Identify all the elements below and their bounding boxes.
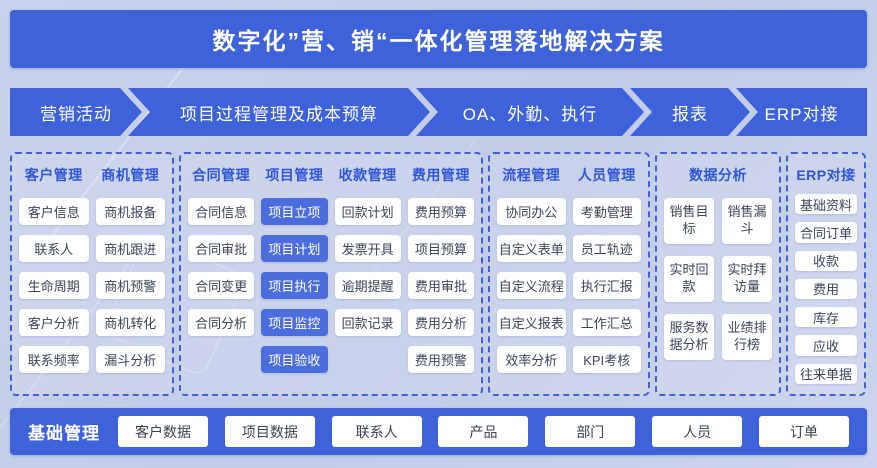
module-button[interactable]: 逾期提醒 [334, 272, 401, 299]
footer-button-contacts[interactable]: 联系人 [331, 416, 422, 447]
module-button[interactable]: 项目立项 [261, 198, 328, 225]
module-button[interactable]: 客户分析 [19, 309, 89, 336]
module-button[interactable]: 员工轨迹 [572, 235, 641, 262]
column-expense-management: 费用管理 费用预算 项目预算 费用审批 费用分析 费用预警 [407, 164, 474, 384]
module-button[interactable]: 自定义表单 [497, 235, 566, 262]
flow-stage-project-process[interactable]: 项目过程管理及成本预算 [128, 88, 430, 136]
panel-erp-integration: ERP对接 基础资料 合同订单 收款 费用 库存 应收 往来单据 [786, 152, 866, 396]
column-contract-management: 合同管理 合同信息 合同审批 合同变更 合同分析 [188, 164, 255, 384]
module-button[interactable]: 合同审批 [188, 235, 255, 262]
module-button[interactable]: 费用预警 [407, 346, 474, 373]
module-button[interactable]: 项目预算 [407, 235, 474, 262]
column-header: 项目管理 [265, 167, 324, 183]
module-button[interactable]: 销售目标 [664, 198, 714, 244]
module-button[interactable]: 效率分析 [497, 346, 566, 373]
column-erp-integration: ERP对接 基础资料 合同订单 收款 费用 库存 应收 往来单据 [795, 164, 857, 384]
module-button[interactable]: 应收 [795, 335, 857, 356]
column-project-management: 项目管理 项目立项 项目计划 项目执行 项目监控 项目验收 [261, 164, 328, 384]
module-button[interactable]: 费用 [795, 278, 857, 300]
module-button[interactable]: 收款 [795, 250, 857, 271]
footer-button-customer-data[interactable]: 客户数据 [118, 416, 208, 447]
module-button[interactable]: 商机转化 [95, 309, 165, 336]
module-button[interactable]: 项目验收 [261, 346, 328, 373]
footer-button-orders[interactable]: 订单 [758, 416, 849, 447]
module-button[interactable]: 联系人 [19, 235, 89, 262]
column-header: 费用管理 [411, 167, 470, 183]
data-analysis-grid: 销售目标 销售漏斗 实时回款 实时拜访量 服务数据分析 业绩排行榜 [664, 198, 772, 360]
page-title: 数字化”营、销“一体化管理落地解决方案 [10, 10, 867, 68]
column-header: 流程管理 [502, 167, 561, 183]
flow-stage-erp[interactable]: ERP对接 [736, 88, 867, 136]
flow-stage-reports[interactable]: 报表 [630, 88, 750, 136]
column-data-analysis: 数据分析 销售目标 销售漏斗 实时回款 实时拜访量 服务数据分析 业绩排行榜 [664, 164, 772, 384]
module-button[interactable]: 生命周期 [19, 272, 89, 299]
module-button[interactable]: 基础资料 [795, 194, 857, 215]
column-customer-management: 客户管理 客户信息 联系人 生命周期 客户分析 联系频率 [19, 164, 89, 384]
module-button[interactable]: 客户信息 [19, 198, 89, 225]
column-header: 商机管理 [101, 167, 160, 183]
module-button[interactable]: KPI考核 [572, 346, 641, 373]
panel-process-people: 流程管理 协同办公 自定义表单 自定义流程 自定义报表 效率分析 人员管理 考勤… [488, 152, 650, 396]
footer-button-departments[interactable]: 部门 [545, 416, 636, 447]
column-process-management: 流程管理 协同办公 自定义表单 自定义流程 自定义报表 效率分析 [497, 164, 566, 384]
module-button[interactable]: 销售漏斗 [722, 198, 772, 244]
module-button[interactable]: 自定义报表 [497, 309, 566, 336]
module-button[interactable]: 自定义流程 [497, 272, 566, 299]
module-button[interactable]: 商机预警 [95, 272, 165, 299]
module-button[interactable]: 项目计划 [261, 235, 328, 262]
module-button[interactable]: 服务数据分析 [664, 314, 714, 360]
module-button[interactable]: 商机报备 [95, 198, 165, 225]
footer-bar: 基础管理 客户数据 项目数据 联系人 产品 部门 人员 订单 [10, 408, 867, 455]
module-button[interactable]: 发票开具 [334, 235, 401, 262]
footer-button-project-data[interactable]: 项目数据 [224, 416, 315, 447]
panel-customer-opportunity: 客户管理 客户信息 联系人 生命周期 客户分析 联系频率 商机管理 商机报备 商… [10, 152, 174, 396]
module-button[interactable]: 合同信息 [188, 198, 255, 225]
module-button[interactable]: 回款计划 [334, 198, 401, 225]
process-flow: 营销活动 项目过程管理及成本预算 OA、外勤、执行 报表 ERP对接 [10, 88, 867, 136]
module-button[interactable]: 费用预算 [407, 198, 474, 225]
module-button[interactable]: 工作汇总 [572, 309, 641, 336]
column-header: 数据分析 [689, 167, 747, 183]
panel-contract-project-payment-expense: 合同管理 合同信息 合同审批 合同变更 合同分析 项目管理 项目立项 项目计划 … [179, 152, 483, 396]
module-button[interactable]: 考勤管理 [572, 198, 641, 225]
module-button[interactable]: 合同分析 [188, 309, 255, 336]
module-button[interactable]: 业绩排行榜 [722, 314, 772, 360]
column-header: 收款管理 [338, 167, 397, 183]
footer-button-products[interactable]: 产品 [438, 416, 529, 447]
footer-label: 基础管理 [28, 424, 100, 443]
flow-stage-oa-field-execution[interactable]: OA、外勤、执行 [416, 88, 644, 136]
module-button[interactable]: 实时回款 [664, 256, 714, 302]
column-opportunity-management: 商机管理 商机报备 商机跟进 商机预警 商机转化 漏斗分析 [95, 164, 165, 384]
column-header: 客户管理 [24, 167, 83, 183]
module-button[interactable]: 合同变更 [188, 272, 255, 299]
module-button[interactable]: 回款记录 [334, 309, 401, 336]
column-header: 人员管理 [577, 167, 636, 183]
module-button[interactable]: 费用审批 [407, 272, 474, 299]
module-button[interactable]: 联系频率 [19, 346, 89, 373]
footer-buttons: 客户数据 项目数据 联系人 产品 部门 人员 订单 [118, 416, 849, 447]
column-personnel-management: 人员管理 考勤管理 员工轨迹 执行汇报 工作汇总 KPI考核 [572, 164, 641, 384]
flow-stage-marketing[interactable]: 营销活动 [10, 88, 142, 136]
module-button[interactable]: 执行汇报 [572, 272, 641, 299]
module-button[interactable]: 商机跟进 [95, 235, 165, 262]
column-payment-management: 收款管理 回款计划 发票开具 逾期提醒 回款记录 [334, 164, 401, 384]
module-button[interactable]: 费用分析 [407, 309, 474, 336]
panel-data-analysis: 数据分析 销售目标 销售漏斗 实时回款 实时拜访量 服务数据分析 业绩排行榜 [655, 152, 781, 396]
module-button[interactable]: 项目监控 [261, 309, 328, 336]
module-button[interactable]: 实时拜访量 [722, 256, 772, 302]
module-button[interactable]: 合同订单 [795, 222, 857, 243]
column-header: 合同管理 [192, 167, 251, 183]
module-panels: 客户管理 客户信息 联系人 生命周期 客户分析 联系频率 商机管理 商机报备 商… [10, 152, 867, 396]
module-button[interactable]: 项目执行 [261, 272, 328, 299]
module-button[interactable]: 漏斗分析 [95, 346, 165, 373]
column-header: ERP对接 [796, 167, 856, 183]
module-button[interactable]: 协同办公 [497, 198, 566, 225]
module-button[interactable]: 往来单据 [795, 363, 857, 384]
footer-button-personnel[interactable]: 人员 [652, 416, 743, 447]
module-button[interactable]: 库存 [795, 307, 857, 328]
